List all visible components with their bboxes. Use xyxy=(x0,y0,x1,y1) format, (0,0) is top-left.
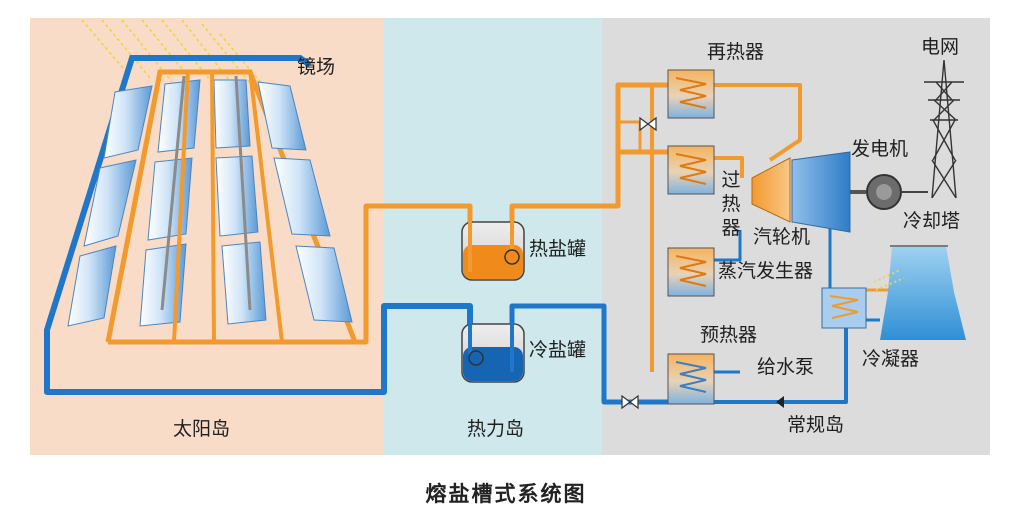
hot-salt-tank xyxy=(461,206,525,281)
conventional-island-label: 常规岛 xyxy=(787,414,845,436)
condenser-icon xyxy=(821,287,867,329)
superheater-label: 过热器 xyxy=(721,169,741,239)
reheater-icon xyxy=(667,69,715,119)
hot-salt-tank-label: 热盐罐 xyxy=(529,238,587,260)
condenser-label: 冷凝器 xyxy=(862,348,920,370)
preheater-label: 预热器 xyxy=(700,324,758,346)
steam-generator-label: 蒸汽发生器 xyxy=(718,260,814,282)
steam-turbine-label: 汽轮机 xyxy=(753,226,811,248)
reheater-label: 再热器 xyxy=(707,41,765,63)
superheater-icon xyxy=(667,145,715,195)
pump-icon xyxy=(776,396,784,408)
solar-island-label: 太阳岛 xyxy=(173,418,231,440)
cold-salt-tank-label: 冷盐罐 xyxy=(529,339,587,361)
heat-exchangers xyxy=(667,69,715,405)
diagram-caption: 熔盐槽式系统图 xyxy=(425,482,587,506)
cooling-tower-icon xyxy=(873,245,966,340)
steam-generator-icon xyxy=(667,247,715,297)
power-grid-pylon-icon xyxy=(924,59,964,199)
preheater-icon xyxy=(667,353,715,405)
grid-label: 电网 xyxy=(921,36,960,58)
mirror-field xyxy=(44,55,366,385)
feedwater-pump-label: 给水泵 xyxy=(757,356,815,378)
thermal-island-label: 热力岛 xyxy=(467,418,525,440)
generator-label: 发电机 xyxy=(851,138,909,160)
mirror-field-label: 镜场 xyxy=(297,56,336,78)
conventional-island-zone xyxy=(602,18,990,455)
generator-icon xyxy=(866,174,928,210)
cold-salt-tank xyxy=(461,306,525,383)
cooling-tower-label: 冷却塔 xyxy=(903,210,961,232)
steam-turbine-icon xyxy=(751,151,866,233)
valve-icon xyxy=(621,116,657,410)
